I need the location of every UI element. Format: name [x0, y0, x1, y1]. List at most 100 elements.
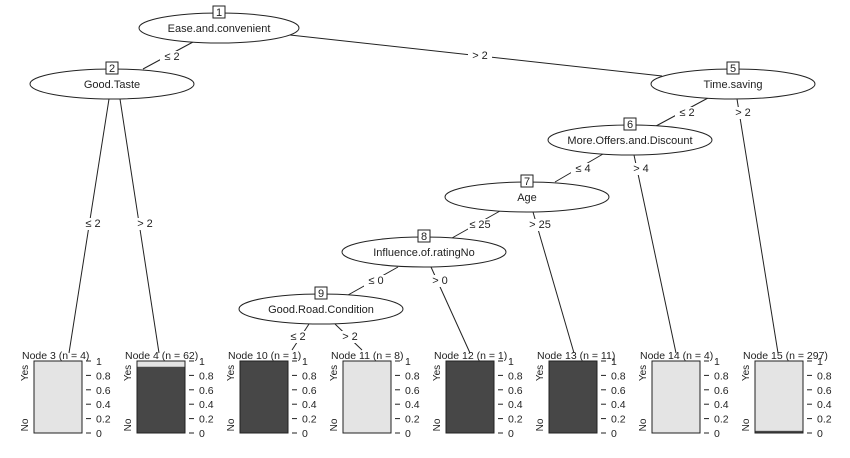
axis-tick-label: 0.6 — [302, 385, 317, 397]
axis-tick-label: 1 — [508, 356, 514, 368]
bar-no-segment — [549, 361, 597, 433]
axis-tick-label: 0.8 — [508, 370, 523, 382]
axis-tick-label: 1 — [302, 356, 308, 368]
bar-no-segment — [240, 361, 288, 433]
axis-tick-label: 0 — [302, 428, 308, 440]
node-variable-label: Good.Road.Condition — [268, 304, 374, 316]
axis-tick-label: 0 — [714, 428, 720, 440]
edge-label-background — [428, 275, 452, 287]
axis-tick-label: 0.6 — [405, 385, 420, 397]
edge-label-9-10: ≤ 2 — [290, 331, 305, 343]
yes-label: Yes — [20, 365, 31, 381]
axis-tick-label: 0.2 — [817, 414, 832, 426]
no-label: No — [741, 418, 752, 431]
axis-tick-label: 0.2 — [508, 414, 523, 426]
bar-frame — [445, 360, 495, 434]
bar-frame — [239, 360, 289, 434]
leaf-title: Node 14 (n = 4) — [640, 350, 713, 362]
bar-frame — [754, 360, 804, 434]
leaf-title: Node 13 (n = 11) — [537, 350, 615, 362]
edge-label-background — [81, 218, 105, 230]
no-label: No — [638, 418, 649, 431]
bar-frame — [342, 360, 392, 434]
node-id-label: 1 — [216, 7, 222, 19]
edge-label-2-3: ≤ 2 — [85, 218, 100, 230]
edge-label-6-7: ≤ 4 — [575, 163, 590, 175]
leaf-title: Node 4 (n = 62) — [125, 350, 198, 362]
axis-tick-label: 0.4 — [508, 399, 523, 411]
edge-label-background — [364, 275, 388, 287]
leaf-title: Node 10 (n = 1) — [228, 350, 301, 362]
node-id-box — [726, 61, 740, 75]
node-id-box — [623, 117, 637, 131]
yes-label: Yes — [638, 365, 649, 381]
inner-node-9: Good.Road.Condition 9 — [238, 286, 404, 325]
bar-frame — [651, 360, 701, 434]
axis-tick-label: 1 — [96, 356, 102, 368]
edge-label-background — [160, 51, 184, 63]
axis-tick-label: 0 — [405, 428, 411, 440]
axis-tick-label: 0.4 — [611, 399, 626, 411]
axis-tick-label: 0.4 — [405, 399, 420, 411]
bar-yes-segment — [34, 361, 82, 433]
edge-label-5-15: > 2 — [735, 107, 751, 119]
axis-tick-label: 0.8 — [405, 370, 420, 382]
edge-label-background — [528, 219, 552, 231]
edge-label-9-11: > 2 — [342, 331, 358, 343]
leaf-title: Node 3 (n = 4) — [22, 350, 89, 362]
node-variable-label: Influence.of.ratingNo — [373, 247, 475, 259]
node-id-box — [212, 5, 226, 19]
edge-label-8-12: > 0 — [432, 275, 448, 287]
no-label: No — [123, 418, 134, 431]
axis-tick-label: 1 — [405, 356, 411, 368]
bar-frame — [33, 360, 83, 434]
node-id-box — [105, 61, 119, 75]
edge-label-background — [338, 331, 362, 343]
node-variable-label: Time.saving — [704, 79, 763, 91]
edge-5-15 — [736, 98, 779, 354]
no-label: No — [329, 418, 340, 431]
edge-label-2-4: > 2 — [137, 218, 153, 230]
axis-tick-label: 0 — [199, 428, 205, 440]
bar-yes-segment — [755, 361, 803, 431]
node-id-label: 9 — [318, 288, 324, 300]
bar-yes-segment — [137, 361, 185, 367]
node-id-box — [417, 229, 431, 243]
axis-tick-label: 0 — [817, 428, 823, 440]
edge-label-background — [286, 331, 310, 343]
axis-tick-label: 0.2 — [302, 414, 317, 426]
axis-tick-label: 1 — [611, 356, 617, 368]
node-variable-label: Good.Taste — [84, 79, 140, 91]
bar-frame — [136, 360, 186, 434]
axis-tick-label: 0.8 — [199, 370, 214, 382]
node-id-label: 6 — [627, 119, 633, 131]
axis-tick-label: 0.8 — [302, 370, 317, 382]
yes-label: Yes — [432, 365, 443, 381]
axis-tick-label: 0.4 — [714, 399, 729, 411]
axis-tick-label: 0.6 — [817, 385, 832, 397]
node-id-box — [520, 174, 534, 188]
axis-tick-label: 0.2 — [405, 414, 420, 426]
axis-tick-label: 0.6 — [611, 385, 626, 397]
axis-tick-label: 0.6 — [199, 385, 214, 397]
axis-tick-label: 1 — [199, 356, 205, 368]
no-label: No — [535, 418, 546, 431]
axis-tick-label: 0.6 — [508, 385, 523, 397]
yes-label: Yes — [226, 365, 237, 381]
yes-label: Yes — [741, 365, 752, 381]
no-label: No — [432, 418, 443, 431]
bar-no-segment — [137, 361, 185, 433]
nodes-layer: Ease.and.convenient1Good.Taste2Time.savi… — [29, 5, 816, 325]
edge-label-5-6: ≤ 2 — [679, 107, 694, 119]
